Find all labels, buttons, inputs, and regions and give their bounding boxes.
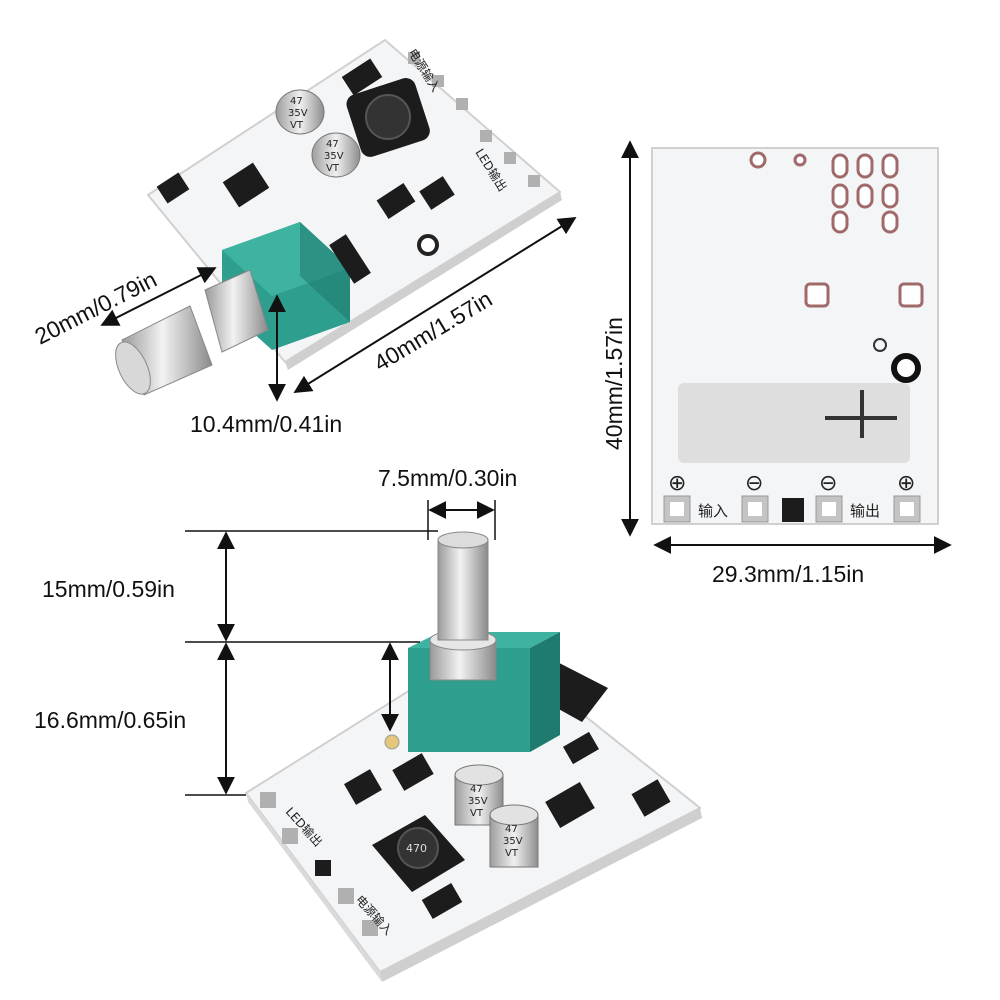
side-view-board: 470 47 35V VT 47 35V VT <box>244 531 702 982</box>
dimension-height-10-4: 10.4mm/0.41in <box>190 294 342 437</box>
svg-text:47: 47 <box>470 784 483 795</box>
input-label: 输入 <box>698 502 728 520</box>
ic-chip <box>545 782 595 828</box>
svg-text:VT: VT <box>326 163 340 174</box>
transistor <box>156 172 190 204</box>
dimension-body-height: 16.6mm/0.65in <box>34 642 399 795</box>
capacitor: 47 35V VT <box>311 132 361 178</box>
screw-icon <box>873 338 887 352</box>
solder-pads <box>408 52 540 187</box>
svg-text:47: 47 <box>505 824 518 835</box>
inductor: 470 <box>372 815 465 892</box>
dimension-shaft-height: 15mm/0.59in <box>42 531 235 642</box>
diode <box>421 882 463 920</box>
plus-symbol: ⊕ <box>897 471 915 496</box>
copper-pad-area <box>678 383 910 463</box>
transistor <box>419 176 455 210</box>
mounting-hole <box>417 234 439 256</box>
capacitor: 47 35V VT <box>489 804 539 868</box>
inductor <box>346 78 430 157</box>
oval-pads <box>804 153 924 308</box>
svg-text:35V: 35V <box>468 796 488 807</box>
mounting-hole <box>891 353 921 383</box>
svg-text:40mm/1.57in: 40mm/1.57in <box>601 317 627 450</box>
svg-text:VT: VT <box>290 120 304 131</box>
via-grid <box>825 390 897 438</box>
dimension-shaft-diameter: 7.5mm/0.30in <box>378 465 517 540</box>
svg-text:VT: VT <box>470 808 484 819</box>
potentiometer-shaft <box>429 531 497 681</box>
transistor <box>344 769 382 805</box>
solder-pads <box>260 792 378 936</box>
minus-symbol: ⊖ <box>819 471 837 496</box>
svg-text:470: 470 <box>406 842 427 855</box>
dimension-width-29-3: 29.3mm/1.15in <box>653 536 952 587</box>
svg-text:16.6mm/0.65in: 16.6mm/0.65in <box>34 707 186 733</box>
svg-text:10.4mm/0.41in: 10.4mm/0.41in <box>190 411 342 437</box>
back-view-board: ⊕ ⊖ ⊖ ⊕ 输入 输出 <box>651 147 939 525</box>
terminal-pads <box>663 495 921 523</box>
transistor <box>631 779 671 817</box>
output-label: 输出 <box>850 502 880 520</box>
svg-text:15mm/0.59in: 15mm/0.59in <box>42 576 175 602</box>
dimension-length-40-vertical: 40mm/1.57in <box>601 140 639 537</box>
top-view-board: 47 35V VT 47 35V VT LED输出 电源输入 <box>115 38 562 396</box>
svg-text:29.3mm/1.15in: 29.3mm/1.15in <box>712 561 864 587</box>
potentiometer-shaft <box>115 269 269 396</box>
mounting-hole <box>384 734 400 750</box>
svg-text:35V: 35V <box>324 151 344 162</box>
extension-lines <box>185 530 438 796</box>
minus-symbol: ⊖ <box>745 471 763 496</box>
capacitor: 47 35V VT <box>275 89 325 135</box>
plus-symbol: ⊕ <box>668 471 686 496</box>
svg-text:47: 47 <box>290 96 303 107</box>
svg-text:7.5mm/0.30in: 7.5mm/0.30in <box>378 465 517 491</box>
diode <box>563 731 599 765</box>
diode <box>376 183 416 219</box>
ic-chip <box>222 162 270 208</box>
diode <box>341 58 383 96</box>
svg-text:35V: 35V <box>503 836 523 847</box>
svg-text:47: 47 <box>326 139 339 150</box>
diode <box>392 753 434 791</box>
svg-text:VT: VT <box>505 848 519 859</box>
svg-text:35V: 35V <box>288 108 308 119</box>
